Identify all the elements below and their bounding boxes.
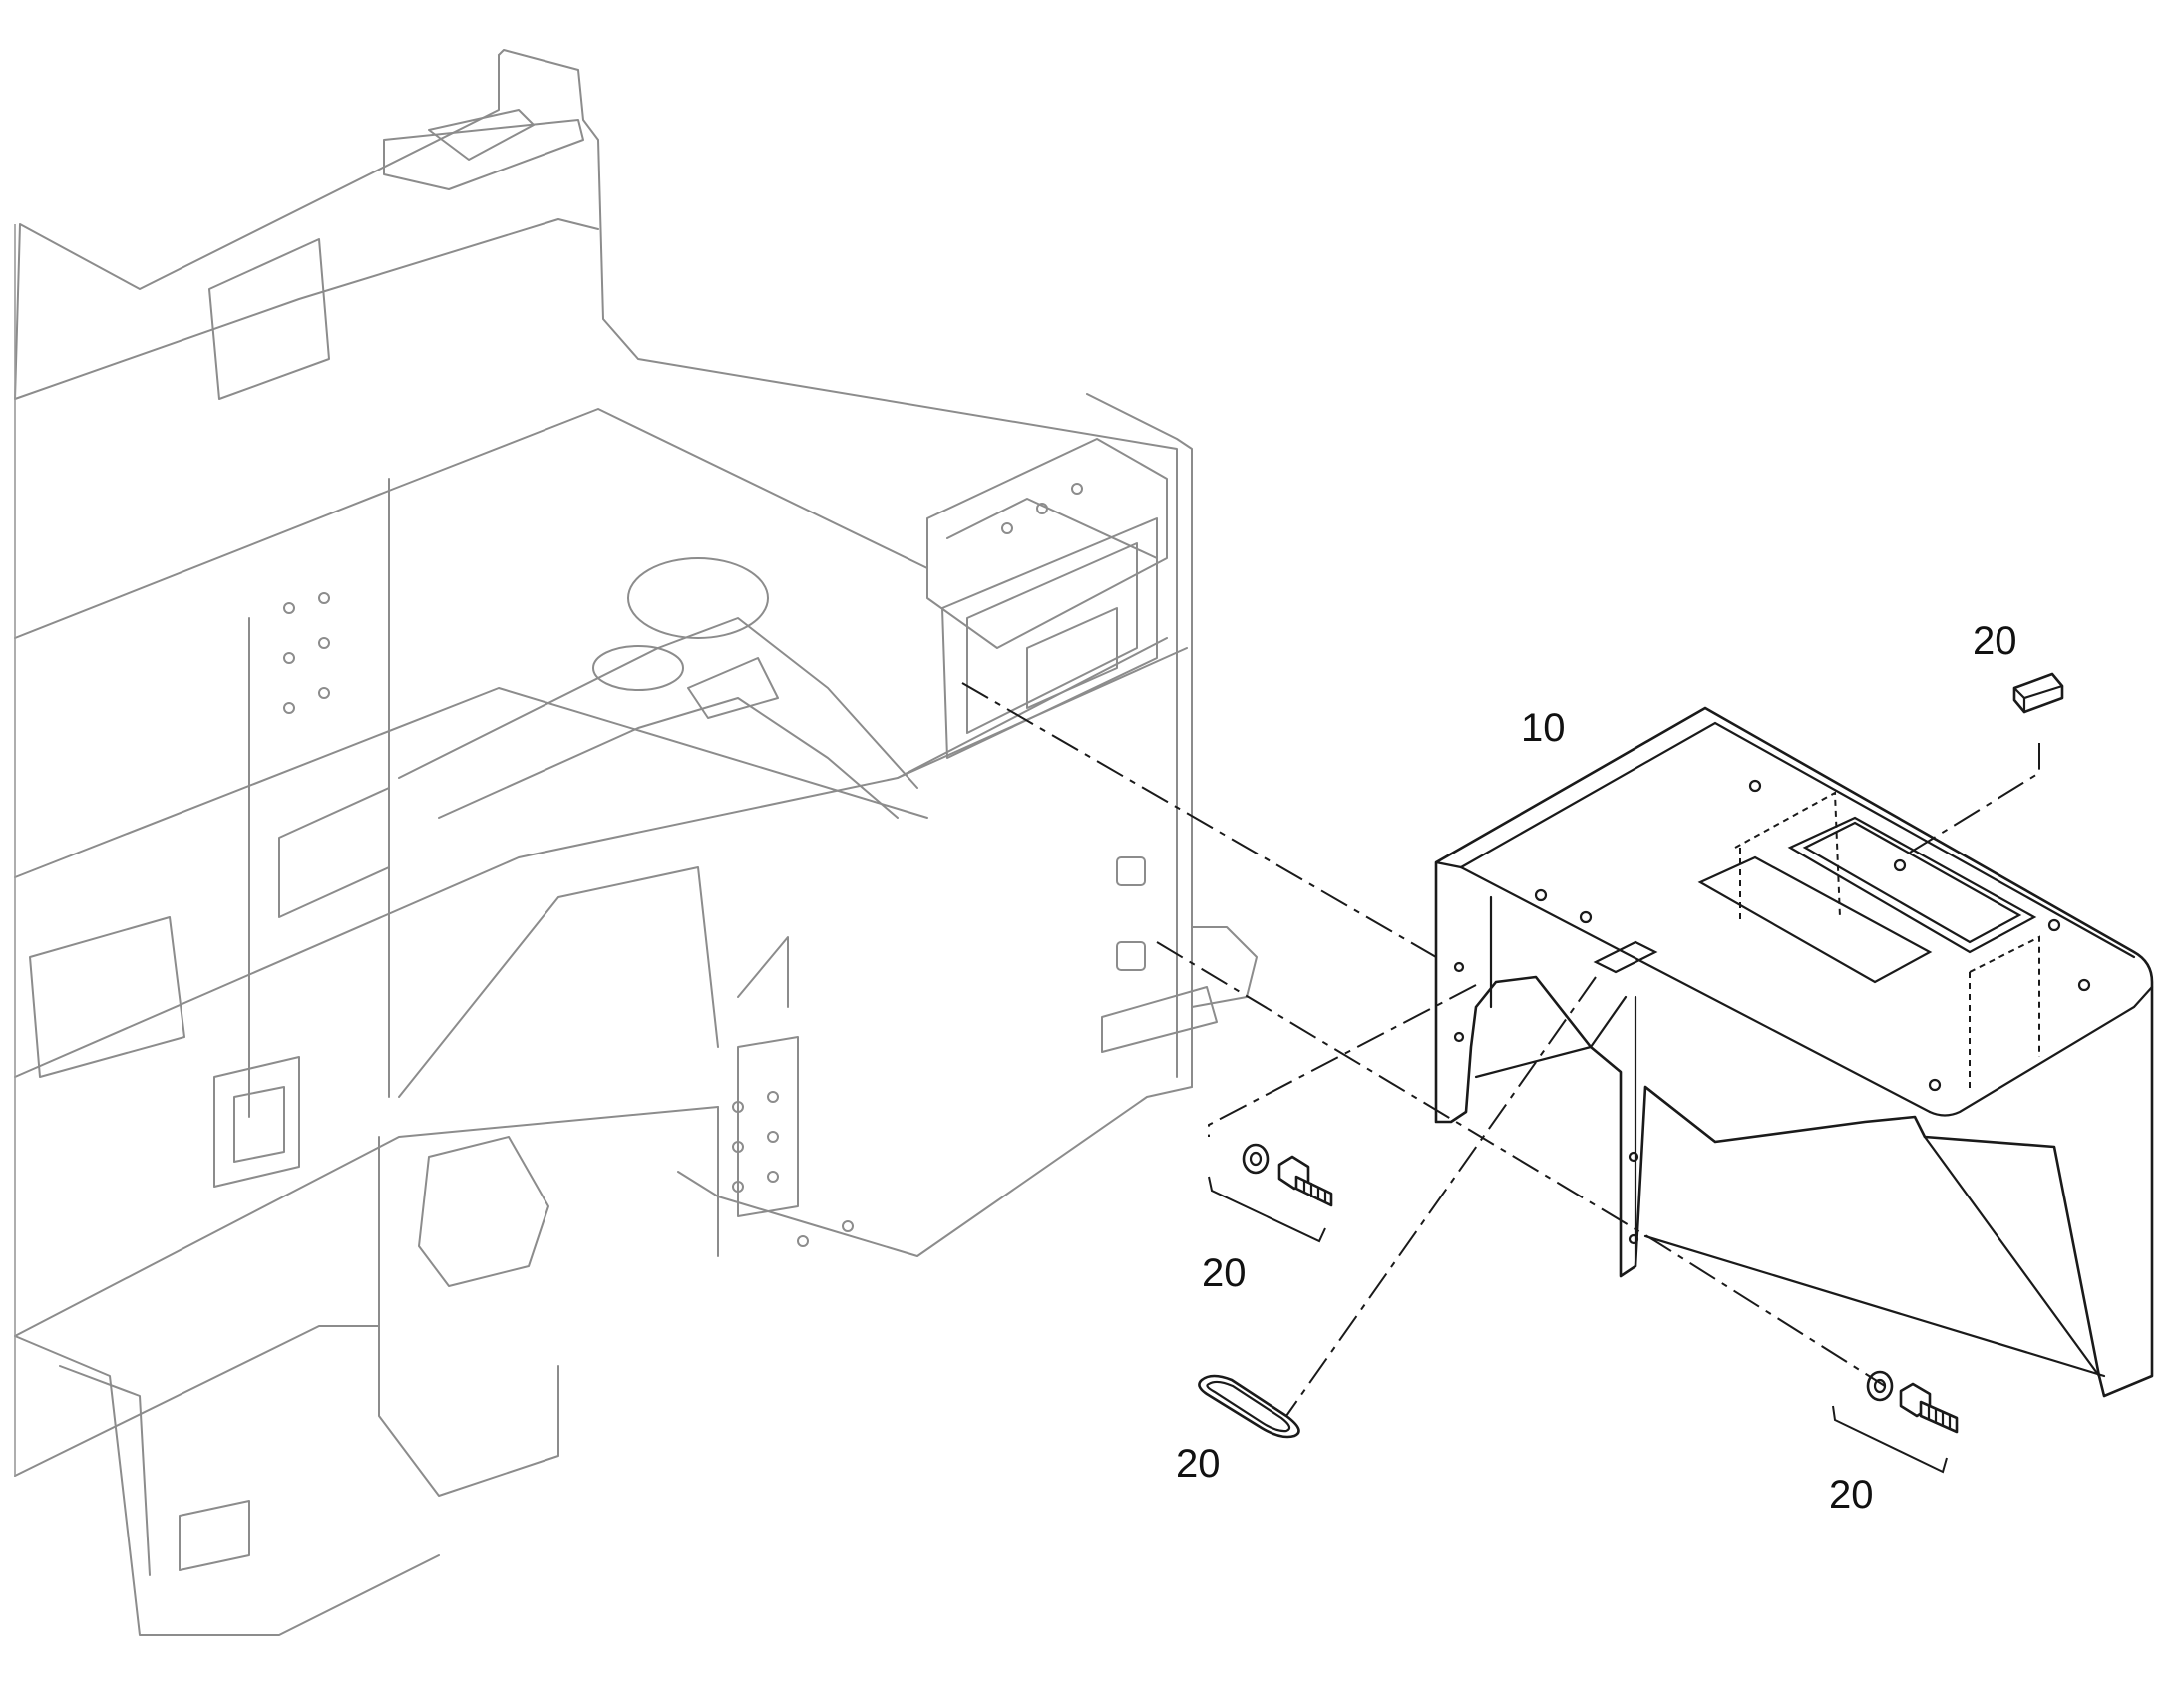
frame-bolt-holes (283, 483, 1083, 1247)
main-frame (14, 49, 1258, 1636)
cover-bolt-holes (1453, 779, 2091, 1245)
callout-seal-ring: 20 (1176, 1442, 1221, 1486)
seal-ring-part (1198, 1374, 1300, 1439)
cover-part (1434, 706, 2154, 1398)
callout-cover: 10 (1521, 706, 1566, 750)
callout-left-bolt-set: 20 (1202, 1251, 1247, 1295)
callout-pad: 20 (1973, 619, 2017, 663)
left-bolt-set-part (1208, 1143, 1333, 1243)
callout-right-bolt-set: 20 (1829, 1473, 1874, 1517)
assembly-centerlines (961, 682, 2040, 1417)
rubber-pad-part (2012, 672, 2064, 714)
right-bolt-set-part (1832, 1370, 1959, 1474)
